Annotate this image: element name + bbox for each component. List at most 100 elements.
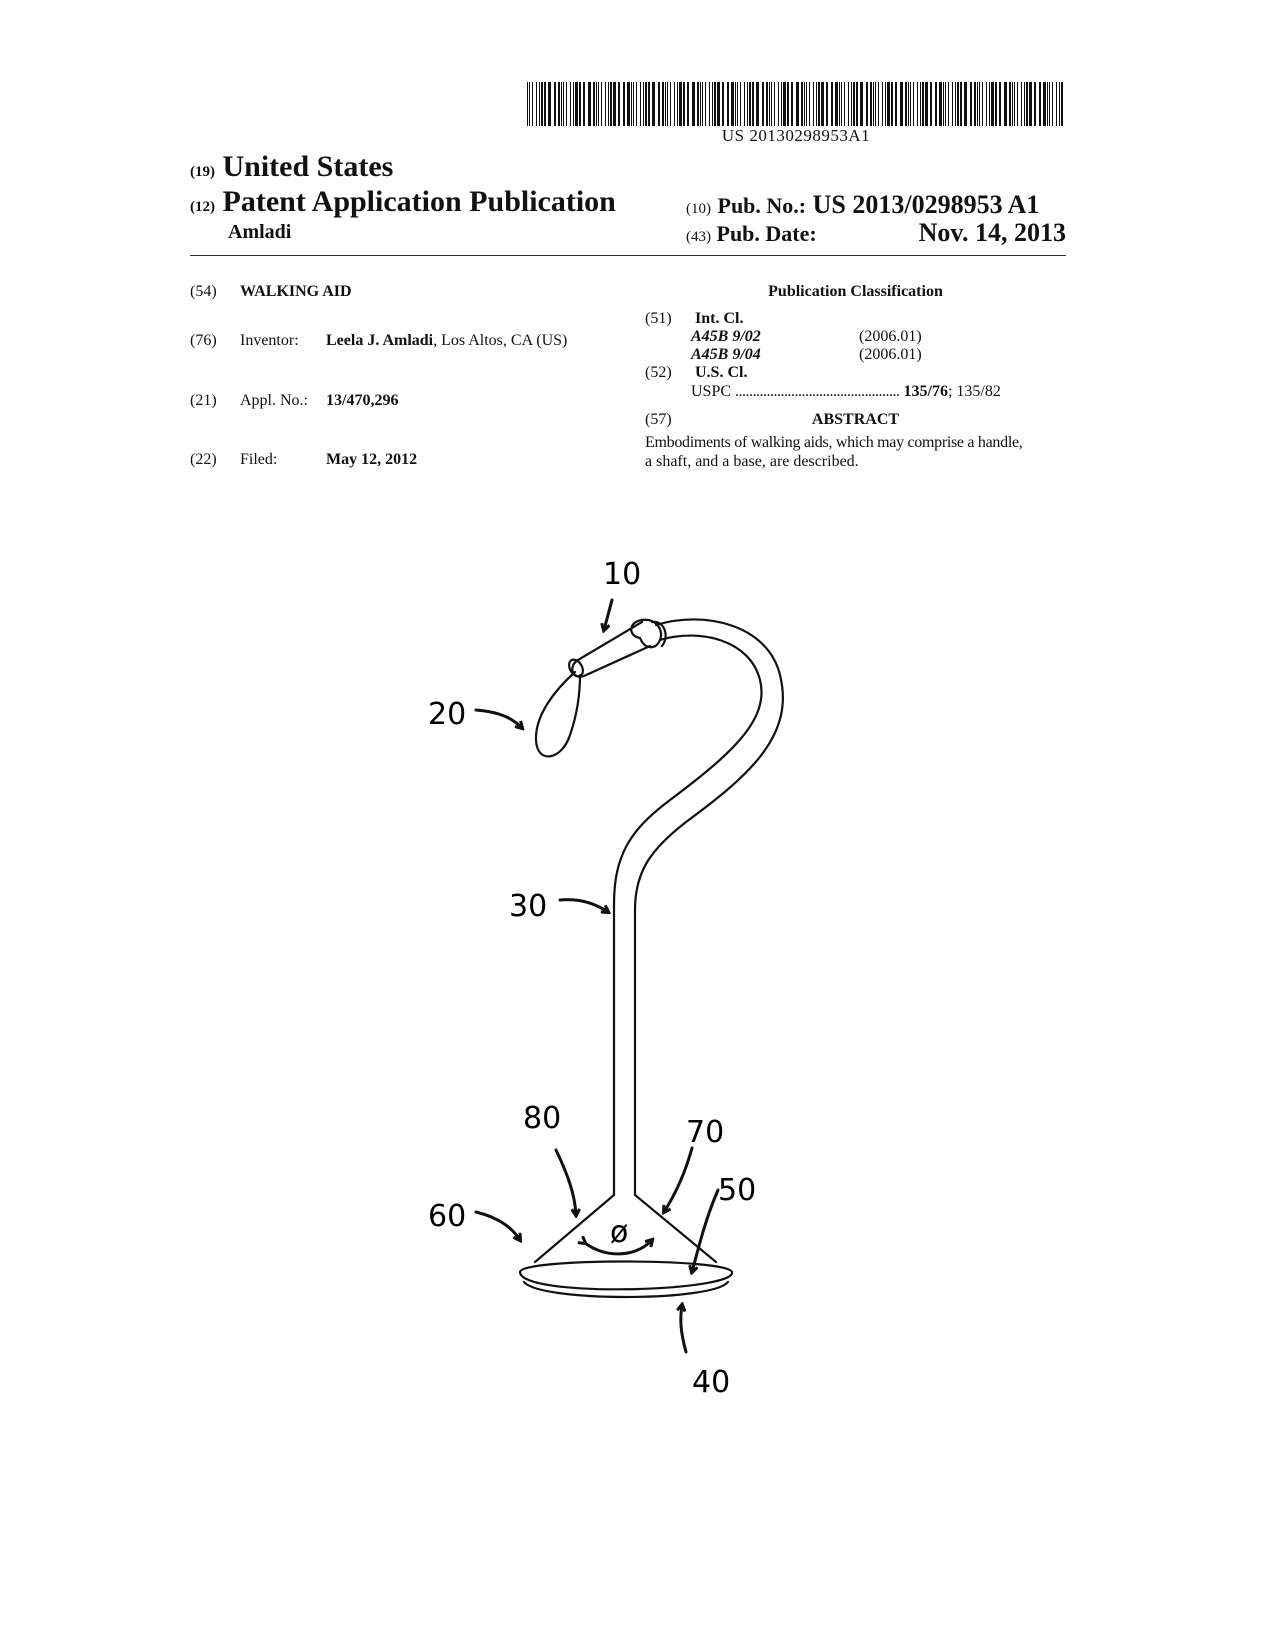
uspc-label: USPC — [691, 383, 732, 400]
barcode-bar — [783, 82, 786, 126]
barcode-bar — [986, 82, 987, 126]
patent-drawing: 10 20 30 80 70 50 60 ø 40 — [428, 557, 784, 1400]
invention-title: WALKING AID — [240, 283, 352, 300]
barcode-bar — [844, 82, 845, 126]
pub-number: US 2013/0298953 A1 — [812, 190, 1040, 219]
barcode-bar — [1061, 82, 1063, 126]
barcode-bar — [744, 82, 745, 126]
barcode-bar — [593, 82, 595, 126]
leader-20 — [474, 708, 522, 728]
barcode-bar — [970, 82, 972, 126]
barcode-bar — [999, 82, 1001, 126]
inventor-short: Amladi — [228, 221, 292, 243]
code-22: (22) — [190, 451, 217, 468]
barcode-bar — [1052, 82, 1053, 126]
barcode-bar — [787, 82, 789, 126]
barcode-bar — [677, 82, 678, 126]
barcode-bar — [700, 82, 701, 126]
pub-number-line: (10) Pub. No.: US 2013/0298953 A1 — [686, 190, 1039, 220]
country-line: (19) United States — [190, 150, 393, 184]
barcode-bar — [977, 82, 978, 126]
barcode-bar — [670, 82, 671, 126]
barcode-bar — [570, 82, 571, 126]
barcode-bar — [781, 82, 782, 126]
int-cl-row: (51) Int. Cl. — [645, 310, 743, 328]
uspc-dots: ........................................… — [735, 383, 900, 400]
barcode-bar — [596, 82, 597, 126]
barcode-bar — [900, 82, 903, 126]
header-divider — [190, 255, 1066, 256]
barcode-bar — [878, 82, 879, 126]
uspc-primary: 135/76 — [903, 383, 948, 400]
barcode-bar — [891, 82, 893, 126]
barcode-bar — [737, 82, 738, 126]
barcode-bar — [539, 82, 540, 126]
barcode-bar — [683, 82, 685, 126]
filed-date: May 12, 2012 — [326, 451, 418, 468]
barcode-bar — [948, 82, 949, 126]
barcode-bar — [917, 82, 918, 126]
appl-number: 13/470,296 — [326, 392, 399, 409]
barcode-bar — [922, 82, 924, 126]
ref-10: 10 — [603, 557, 641, 592]
barcode-bar — [1021, 82, 1022, 126]
code-52: (52) — [645, 364, 672, 381]
inventor-label: Inventor: — [240, 332, 299, 349]
ref-30: 30 — [509, 889, 547, 924]
barcode-bar — [875, 82, 876, 126]
us-cl-label: U.S. Cl. — [695, 364, 748, 381]
barcode-bar — [573, 82, 574, 126]
int-cl-entry-1: A45B 9/02 (2006.01) — [691, 328, 922, 346]
pub-date-line: (43) Pub. Date: Nov. 14, 2013 — [686, 218, 1066, 247]
barcode-bar — [558, 82, 560, 126]
barcode-bar — [1004, 82, 1007, 126]
filed-label: Filed: — [240, 451, 278, 468]
barcode-bar — [1024, 82, 1025, 126]
barcode-bar — [554, 82, 556, 126]
barcode-bar — [727, 82, 729, 126]
barcode-bar — [816, 82, 817, 126]
barcode-bar — [762, 82, 764, 126]
barcode-bar — [826, 82, 828, 126]
uspc-row: USPC ...................................… — [691, 383, 1066, 401]
angle-arc — [585, 1240, 652, 1256]
barcode-bar — [848, 82, 849, 126]
int-cl-class-1: A45B 9/02 — [691, 328, 761, 345]
leader-80 — [554, 1148, 576, 1215]
barcode-bar — [801, 82, 803, 126]
code-21: (21) — [190, 392, 217, 409]
pub-number-label: Pub. No.: — [717, 193, 807, 218]
code-76: (76) — [190, 332, 217, 349]
abstract-line-1: Embodiments of walking aids, which may c… — [645, 434, 1023, 451]
barcode-bar — [1009, 82, 1011, 126]
uspc-secondary: ; 135/82 — [947, 383, 1001, 400]
barcode-bar — [925, 82, 928, 126]
barcode-bar — [687, 82, 689, 126]
barcode-bar — [722, 82, 724, 126]
barcode-bar — [1039, 82, 1041, 126]
code-10: (10) — [686, 201, 711, 217]
ref-50: 50 — [718, 1173, 756, 1208]
barcode-bar — [548, 82, 551, 126]
barcode-bar — [955, 82, 956, 126]
ref-80: 80 — [523, 1101, 561, 1136]
barcode-bar — [1049, 82, 1050, 126]
int-cl-entry-2: A45B 9/04 (2006.01) — [691, 346, 922, 364]
barcode-bar — [692, 82, 695, 126]
barcode-bar — [740, 82, 741, 126]
filed-row: (22) Filed: May 12, 2012 — [190, 451, 417, 469]
code-12: (12) — [190, 199, 215, 215]
barcode-bar — [643, 82, 644, 126]
barcode-bar — [1014, 82, 1015, 126]
ref-40: 40 — [692, 1365, 730, 1400]
inventor-location: , Los Altos, CA (US) — [433, 332, 568, 349]
leader-50 — [692, 1188, 720, 1272]
barcode-bar — [851, 82, 852, 126]
barcode-bar — [579, 82, 581, 126]
ref-70: 70 — [686, 1115, 724, 1150]
barcode-bar — [809, 82, 810, 126]
barcode-bar — [601, 82, 602, 126]
shaft-outline-left — [612, 634, 763, 1197]
barcode-bar — [561, 82, 562, 126]
barcode-bar — [860, 82, 863, 126]
